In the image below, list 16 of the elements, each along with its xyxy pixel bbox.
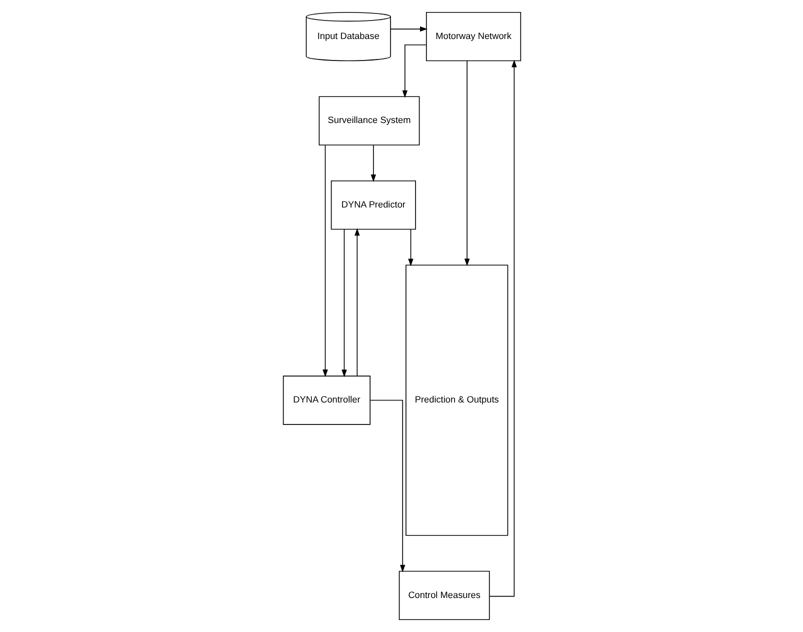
arrow [408,228,413,266]
node-box: Control Measures [398,570,490,620]
arrow [402,44,426,98]
arrow [370,144,376,182]
arrow [390,26,428,32]
node-box: Surveillance System [318,96,420,146]
node-box: Prediction & Outputs [405,264,508,536]
arrow [488,60,516,597]
node-box: DYNA Predictor [330,180,416,230]
arrow [354,228,360,376]
arrow [464,60,470,266]
node-box: Motorway Network [425,12,521,62]
node-box: DYNA Controller [282,376,370,425]
arrow [322,144,328,378]
arrow [341,228,346,378]
arrow [369,400,405,572]
